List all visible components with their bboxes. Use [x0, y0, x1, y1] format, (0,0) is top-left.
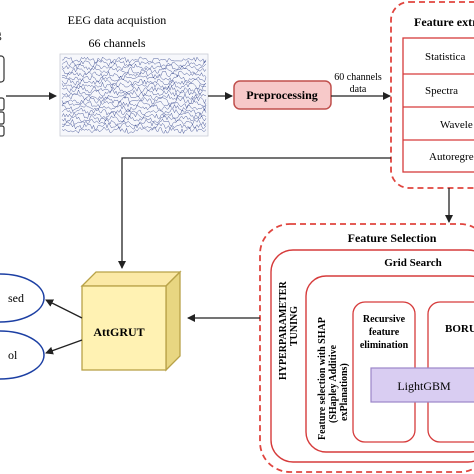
arrow-extraction-to-attgrut [118, 157, 391, 269]
eeg-signal-plot [59, 53, 209, 137]
arrow-attgrut-to-output-top [45, 299, 83, 319]
arrow-attgrut-to-output-bottom [45, 339, 83, 355]
source-block-c [0, 125, 5, 137]
shap-container [305, 275, 474, 453]
output-top-label: sed [8, 291, 24, 305]
eeg-trace [61, 96, 207, 105]
feature-selection-title: Feature Selection [348, 231, 437, 245]
eeg-trace [61, 118, 207, 127]
eeg-trace [61, 85, 207, 94]
shap-line3: exPlanations) [339, 363, 350, 421]
shap-line2: (SHapley Additive [328, 344, 339, 423]
eeg-trace [61, 89, 206, 97]
channels-note-line1: 60 channels [334, 72, 382, 83]
extraction-item-wavelet: Wavele [440, 119, 473, 131]
hyperparameter-line2: TUNING [289, 306, 300, 346]
hyperparameter-line1: HYPERPARAMETER [278, 281, 289, 380]
feature-extraction-list [402, 37, 474, 173]
eeg-title-line1: EEG data acquistion [68, 13, 167, 27]
eeg-trace [61, 126, 207, 135]
grid-search-label: Grid Search [384, 257, 442, 269]
eeg-trace [61, 81, 207, 90]
rfe-line3: elimination [360, 340, 409, 351]
eeg-trace [61, 59, 207, 68]
channels-note-line2: data [350, 84, 367, 95]
attgrut-label: AttGRUT [93, 325, 144, 339]
source-block-a [0, 97, 5, 111]
source-block-b [0, 111, 5, 125]
output-ellipse-bottom [0, 330, 45, 380]
extraction-item-spectral: Spectra [425, 85, 458, 97]
rfe-line2: feature [369, 327, 400, 338]
eeg-title-line2: 66 channels [89, 36, 146, 50]
eeg-trace [61, 111, 207, 120]
output-bottom-label: ol [8, 348, 18, 362]
eeg-trace [61, 56, 207, 65]
lightgbm-box [370, 367, 474, 403]
eeg-trace [61, 78, 207, 86]
feature-extraction-title: Feature extr [414, 15, 474, 29]
grid-search-container [270, 249, 474, 463]
output-ellipse-top [0, 273, 45, 323]
rfe-line1: Recursive [363, 314, 406, 325]
eeg-trace [61, 92, 207, 101]
eeg-trace [61, 100, 207, 109]
lightgbm-label: LightGBM [397, 379, 451, 393]
feature-extraction-container [390, 1, 474, 189]
eeg-trace [61, 63, 207, 71]
preprocessing-label: Preprocessing [246, 88, 318, 102]
source-stack: g [0, 29, 5, 137]
preprocessing-box [233, 80, 332, 110]
eeg-trace [61, 107, 207, 116]
eeg-trace [61, 70, 207, 79]
eeg-trace [61, 74, 207, 83]
eeg-trace [61, 103, 207, 113]
feature-selection-container [259, 223, 474, 473]
attgrut-cube [80, 270, 182, 372]
source-block-top [0, 55, 5, 83]
boruta-label: BORU [445, 323, 474, 335]
extraction-item-autoregressive: Autoregre [429, 151, 474, 163]
extraction-item-statistical: Statistica [425, 51, 465, 63]
source-label-fragment: g [0, 29, 2, 41]
eeg-trace [61, 122, 207, 130]
shap-line1: Feature selection with SHAP [317, 317, 328, 440]
